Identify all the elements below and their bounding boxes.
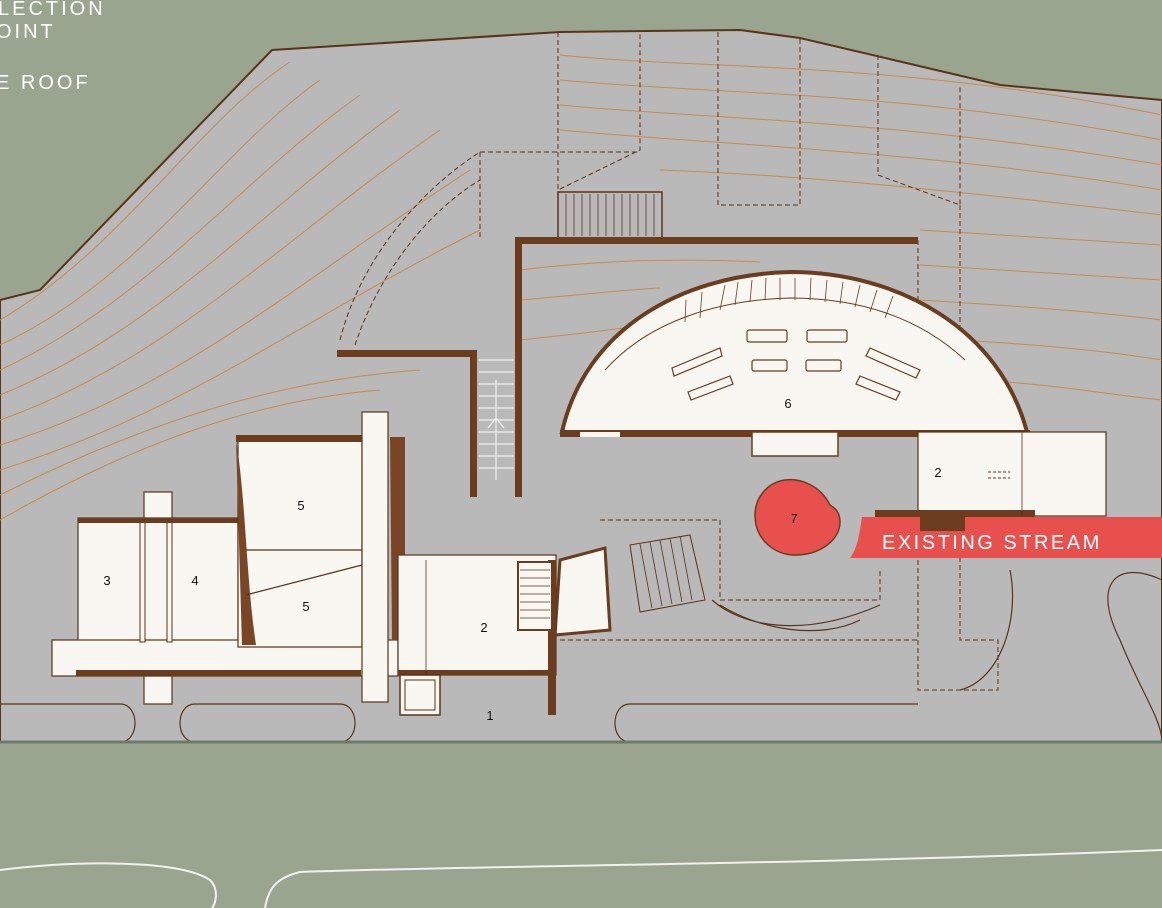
east-stair bbox=[553, 534, 706, 637]
wall-north bbox=[515, 237, 918, 244]
room-number-5-upper: 5 bbox=[297, 498, 304, 513]
legend-line-3: E ROOF bbox=[0, 72, 91, 94]
contour-lines bbox=[0, 54, 1162, 521]
roof-outline-dashed bbox=[339, 32, 999, 691]
wall-west bbox=[470, 350, 477, 497]
room-number-2-east: 2 bbox=[934, 465, 941, 480]
room-number-5-lower: 5 bbox=[302, 599, 309, 614]
wall-west-top bbox=[337, 350, 477, 357]
room-number-7: 7 bbox=[790, 511, 797, 526]
room-number-3: 3 bbox=[103, 573, 110, 588]
room-number-4: 4 bbox=[191, 573, 198, 588]
room-number-1: 1 bbox=[486, 708, 493, 723]
existing-stream-label: EXISTING STREAM bbox=[882, 532, 1102, 554]
east-room bbox=[875, 431, 1107, 517]
amphitheatre bbox=[559, 269, 1030, 457]
west-building bbox=[51, 411, 557, 716]
road-curve-lower-right bbox=[264, 849, 1162, 908]
existing-stream bbox=[850, 515, 1162, 558]
legend-line-1: LECTION bbox=[0, 0, 106, 20]
road-curve-lower bbox=[0, 862, 217, 908]
wall-central bbox=[515, 237, 522, 497]
fountain-7 bbox=[711, 478, 881, 632]
central-stair bbox=[479, 359, 514, 480]
room-number-2-foyer: 2 bbox=[480, 620, 487, 635]
room-number-6: 6 bbox=[784, 396, 791, 411]
legend-line-2: OINT bbox=[0, 21, 56, 43]
